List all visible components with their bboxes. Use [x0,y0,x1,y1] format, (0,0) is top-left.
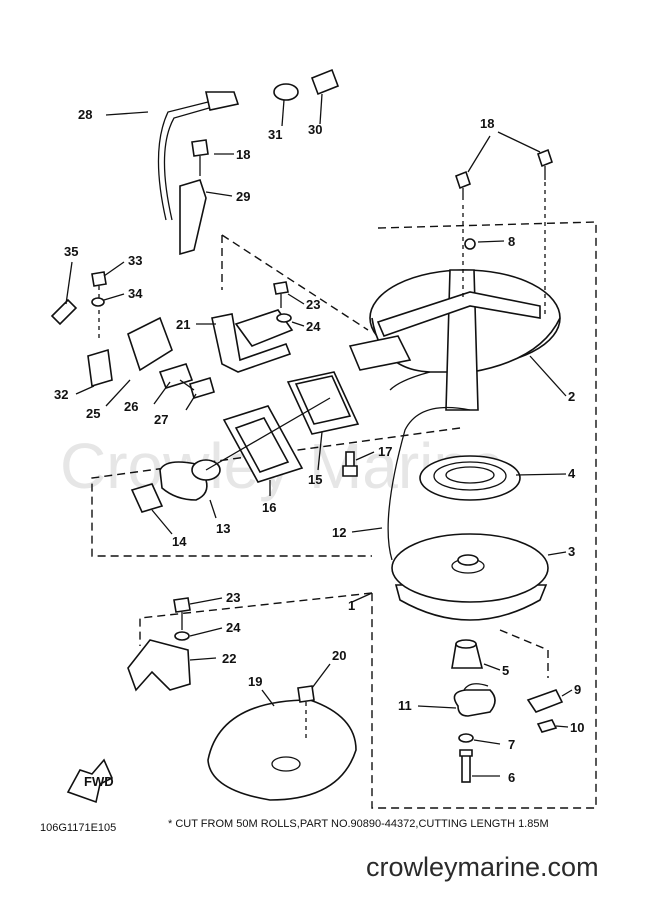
clip-35 [50,298,78,326]
bolt-17 [342,451,358,477]
label-7: 7 [508,737,515,752]
screw-23-lower [173,597,191,630]
label-13: 13 [216,521,230,536]
website-link[interactable]: crowleymarine.com [366,852,599,882]
label-24-upper: 24 [306,319,321,334]
rope-guide-15 [286,371,360,435]
label-17: 17 [378,444,392,459]
pawl-spring [453,683,496,717]
label-30: 30 [308,122,322,137]
throttle-cable [157,99,217,221]
label-12: 12 [332,525,346,540]
label-19: 19 [248,674,262,689]
link-32 [87,348,113,388]
bracket-21 [211,313,292,373]
fwd-label: FWD [84,774,114,789]
label-8: 8 [508,234,515,249]
label-33: 33 [128,253,142,268]
screw-33 [91,271,107,340]
label-31: 31 [268,127,282,142]
label-9: 9 [574,682,581,697]
drive-pawl-spacer [451,639,484,669]
starter-rope [387,406,471,561]
label-22: 22 [222,651,236,666]
washer-7 [458,733,474,743]
starter-case [348,269,561,411]
assembly-outline-right [371,221,597,809]
label-25: 25 [86,406,100,421]
label-28: 28 [78,107,92,122]
bolt-27 [179,377,215,399]
label-2: 2 [568,389,575,404]
screw-23-upper [273,281,289,308]
label-10: 10 [570,720,584,735]
label-3: 3 [568,544,575,559]
nut-8 [464,238,476,250]
label-14: 14 [172,534,187,549]
bolt-18-left [455,170,471,300]
fwd-arrow: FWD [66,758,114,804]
label-29: 29 [236,189,250,204]
lower-outline [139,592,373,646]
label-32: 32 [54,387,68,402]
bracket-22 [127,639,191,692]
handle-clip-14 [130,483,164,513]
starter-rope-upper [389,371,431,391]
label-23-lower: 23 [226,590,240,605]
label-24-lower: 24 [226,620,241,635]
pin-26 [158,363,194,389]
label-20: 20 [332,648,346,663]
bolt-6 [459,749,473,783]
label-1: 1 [348,598,355,613]
washer-34 [91,297,105,307]
label-27: 27 [154,412,168,427]
label-26: 26 [124,399,138,414]
label-5: 5 [502,663,509,678]
diagram-code: 106G1171E105 [40,822,117,834]
label-11: 11 [398,698,412,713]
label-34: 34 [128,286,143,301]
leader-lines [65,93,573,777]
label-23-upper: 23 [306,297,320,312]
label-21: 21 [176,317,190,332]
bolt-18-right [537,148,553,318]
cable-end [205,91,240,111]
spiral-spring [419,455,521,501]
throttle-cable-inner [163,105,217,221]
lever-25 [127,316,173,372]
label-15: 15 [308,472,322,487]
bracket-outline [221,234,369,331]
bracket-29 [179,179,207,256]
drive-pawl [526,689,564,713]
spring-31 [273,83,299,101]
bolt-20 [297,685,315,740]
plate-19 [207,699,357,801]
cap-30 [310,68,340,96]
sheave-drum [391,533,549,621]
washer-24-lower [174,631,190,641]
label-4: 4 [568,466,576,481]
seal-16 [222,405,304,483]
footnote: * CUT FROM 50M ROLLS,PART NO.90890-44372… [168,818,549,830]
label-18-left: 18 [236,147,250,162]
label-6: 6 [508,770,515,785]
label-35: 35 [64,244,78,259]
washer-24-upper [276,313,292,323]
pawl-outline [499,629,549,678]
label-16: 16 [262,500,276,515]
bolt-18-top [191,139,209,176]
clip-10 [536,719,558,733]
handle-rope [205,397,331,471]
label-18-right: 18 [480,116,494,131]
